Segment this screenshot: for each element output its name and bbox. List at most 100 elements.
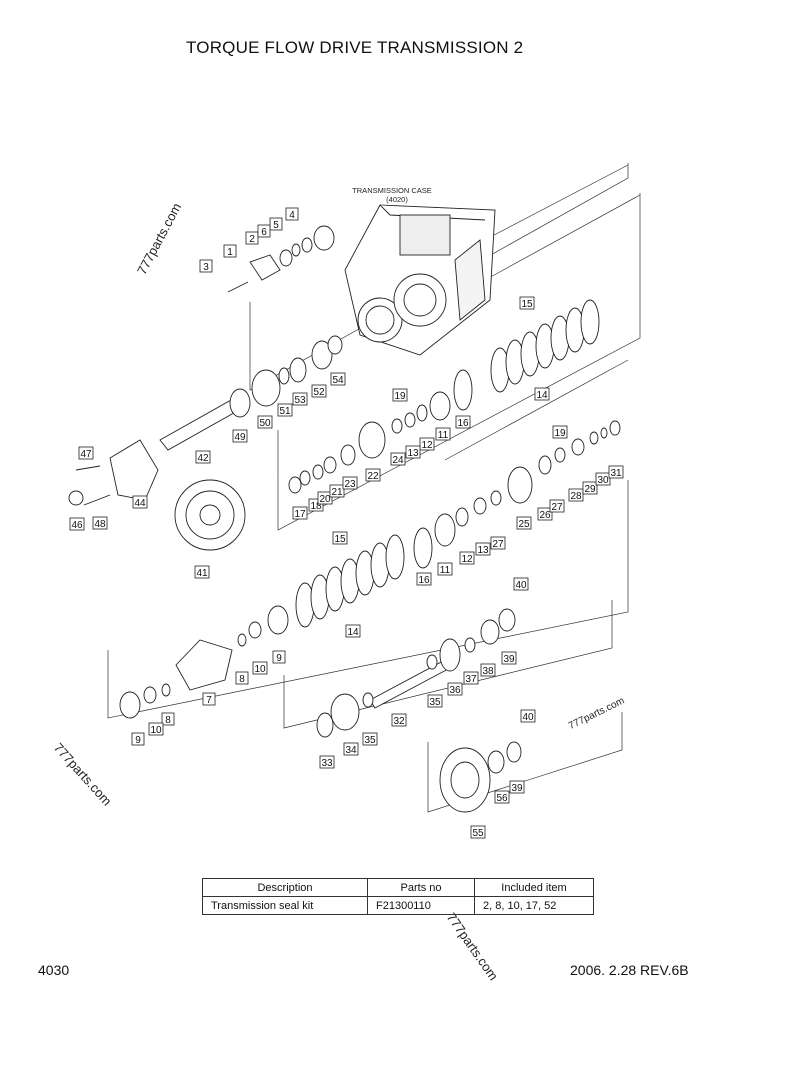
svg-text:23: 23 (344, 479, 356, 490)
callout: 39 (501, 651, 517, 665)
callout: 30 (595, 472, 611, 486)
callout: 16 (416, 572, 432, 586)
svg-text:10: 10 (150, 725, 162, 736)
revision-date: 2006. 2.28 REV.6B (570, 962, 689, 978)
callout: 12 (459, 551, 475, 565)
callout: 48 (92, 516, 108, 530)
callout: 14 (534, 387, 550, 401)
callout: 21 (329, 484, 345, 498)
callout: 40 (520, 709, 536, 723)
part-18 (299, 470, 311, 486)
callout: 4 (285, 207, 299, 221)
part-8b (237, 633, 247, 647)
part-28 (571, 438, 585, 456)
seal-kit-header: Description (202, 878, 368, 897)
callout: 3 (199, 259, 213, 273)
part-23 (340, 444, 356, 466)
svg-text:17: 17 (294, 509, 306, 520)
svg-text:19: 19 (394, 391, 406, 402)
seal-kit-table: Description Parts no Included item Trans… (202, 878, 594, 915)
svg-text:56: 56 (496, 793, 508, 804)
part-25 (507, 466, 533, 504)
svg-text:53: 53 (294, 395, 306, 406)
part-16 (453, 369, 473, 411)
clutch-pack-lower (295, 534, 405, 628)
seal-kit-header: Parts no (367, 878, 475, 897)
part-37 (464, 637, 476, 653)
callout: 52 (311, 384, 327, 398)
svg-text:33: 33 (321, 758, 333, 769)
callout: 19 (552, 425, 568, 439)
svg-text:24: 24 (392, 455, 404, 466)
svg-text:2: 2 (249, 234, 255, 245)
svg-text:28: 28 (570, 491, 582, 502)
part-16b (413, 527, 433, 569)
part-4 (313, 225, 335, 251)
callout: 38 (480, 663, 496, 677)
part-38 (480, 619, 500, 645)
table-row: Transmission seal kit F21300110 2, 8, 10… (202, 896, 594, 915)
callout: 49 (232, 429, 248, 443)
part-26 (538, 455, 552, 475)
svg-text:39: 39 (511, 783, 523, 794)
callout: 6 (257, 224, 271, 238)
callout: 5 (269, 217, 283, 231)
callout: 13 (405, 445, 421, 459)
svg-text:8: 8 (165, 715, 171, 726)
svg-text:36: 36 (449, 685, 461, 696)
callout: 35 (362, 732, 378, 746)
svg-text:50: 50 (259, 418, 271, 429)
part-48 (83, 494, 111, 506)
part-3 (227, 281, 249, 293)
part-9b (267, 605, 289, 635)
svg-text:15: 15 (521, 299, 533, 310)
svg-text:55: 55 (472, 828, 484, 839)
part-36 (439, 638, 461, 672)
callout: 39 (509, 780, 525, 794)
callout: 56 (494, 790, 510, 804)
svg-text:46: 46 (71, 520, 83, 531)
part-35 (426, 654, 438, 670)
callout: 12 (419, 437, 435, 451)
part-56 (487, 750, 505, 774)
part-49 (229, 388, 251, 418)
svg-text:16: 16 (457, 418, 469, 429)
callout: 11 (437, 562, 453, 576)
callout: 42 (195, 450, 211, 464)
callout: 20 (317, 491, 333, 505)
svg-text:39: 39 (503, 654, 515, 665)
part-46 (68, 490, 84, 506)
svg-text:27: 27 (551, 502, 563, 513)
parts (68, 225, 621, 813)
callout: 10 (252, 661, 268, 675)
svg-text:37: 37 (465, 674, 477, 685)
svg-text:40: 40 (515, 580, 527, 591)
part-39b (506, 741, 522, 763)
callout: 24 (390, 452, 406, 466)
part-54 (327, 335, 343, 355)
svg-text:6: 6 (261, 227, 267, 238)
part-12 (416, 404, 428, 422)
part-13 (404, 412, 416, 428)
callout: 13 (475, 542, 491, 556)
clutch-pack-upper (490, 299, 600, 393)
svg-text:1: 1 (227, 247, 233, 258)
part-33 (316, 712, 334, 738)
callout: 41 (194, 565, 210, 579)
svg-text:5: 5 (273, 220, 279, 231)
svg-text:35: 35 (364, 735, 376, 746)
part-11 (429, 391, 451, 421)
svg-text:9: 9 (276, 653, 282, 664)
part-51 (278, 367, 290, 385)
callout: 8 (161, 712, 175, 726)
callout: 27 (549, 499, 565, 513)
callout: 35 (427, 694, 443, 708)
svg-text:48: 48 (94, 519, 106, 530)
part-52 (311, 340, 333, 370)
part-35b (362, 692, 374, 708)
callout: 37 (463, 671, 479, 685)
callout: 22 (365, 468, 381, 482)
callout: 26 (537, 507, 553, 521)
part-20 (312, 464, 324, 480)
part-6 (291, 243, 301, 257)
